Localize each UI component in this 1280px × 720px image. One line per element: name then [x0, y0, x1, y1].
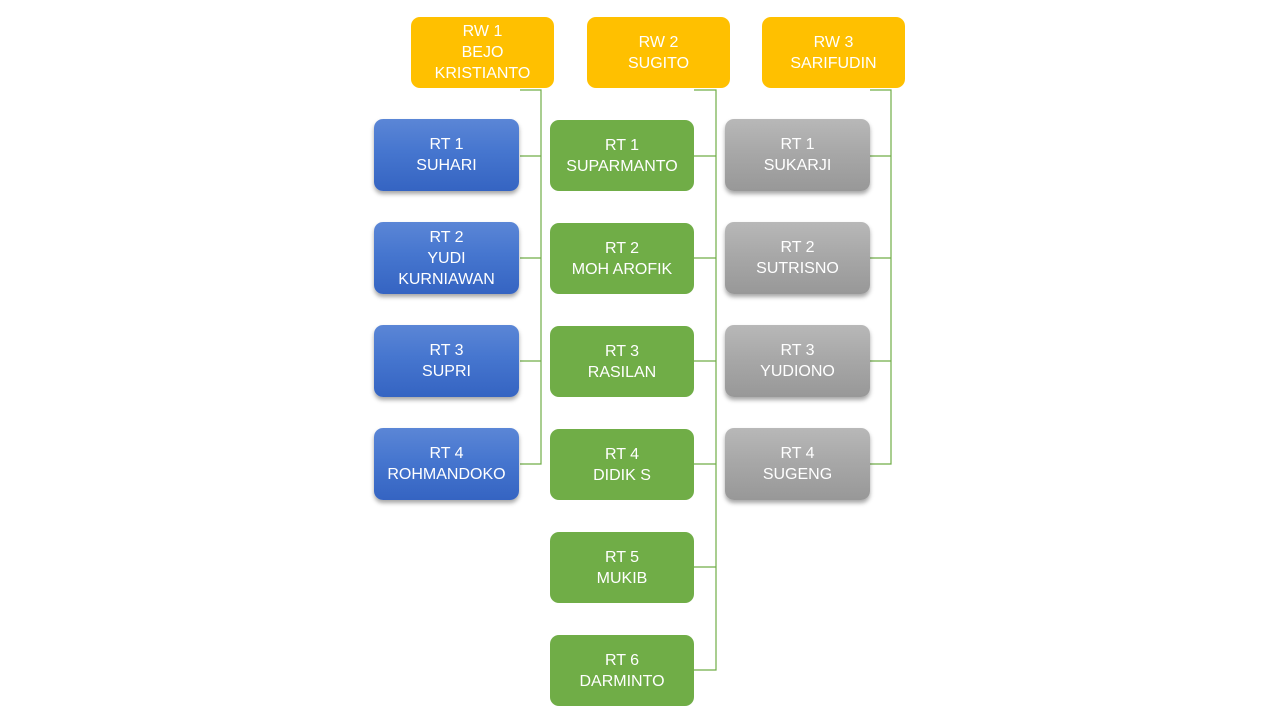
rw3-title: RW 3	[813, 33, 854, 51]
rw2-rt6-box: RT 6 DARMINTO	[550, 635, 694, 706]
rt-title: RT 2	[780, 239, 815, 256]
rw2-rt1-box: RT 1 SUPARMANTO	[550, 120, 694, 191]
rt-title: RT 3	[780, 342, 815, 359]
rw1-rt3-box: RT 3 SUPRI	[374, 325, 519, 397]
rt-title: RT 3	[604, 342, 640, 360]
rt-title: RT 6	[604, 651, 640, 669]
rt-head-name: DIDIK S	[593, 466, 651, 484]
rw2-title: RW 2	[638, 33, 679, 51]
rt-title: RT 4	[780, 445, 815, 462]
rt-head-name: YUDIONO	[760, 363, 835, 380]
rw3-rt4-box: RT 4 SUGENG	[725, 428, 870, 500]
connector-bracket-rw2	[694, 89, 717, 671]
rw3-rt1-box: RT 1 SUKARJI	[725, 119, 870, 191]
connector-bracket-rw3	[870, 89, 892, 465]
rt-head-name: SUPARMANTO	[566, 157, 678, 175]
rt-title: RT 5	[604, 548, 640, 566]
rw3-rt3-box: RT 3 YUDIONO	[725, 325, 870, 397]
rw3-rt2-box: RT 2 SUTRISNO	[725, 222, 870, 294]
connector-bracket-rw1	[520, 89, 542, 465]
rw1-title: RW 1	[462, 23, 503, 40]
rt-title: RT 1	[604, 136, 640, 154]
rt-head-name: RASILAN	[587, 363, 657, 381]
rt-title: RT 3	[429, 342, 464, 359]
rw2-head-name: SUGITO	[627, 54, 690, 72]
rt-head-name: SUKARJI	[763, 157, 832, 174]
rw2-rt5-box: RT 5 MUKIB	[550, 532, 694, 603]
rt-title: RT 4	[604, 445, 640, 463]
rw2-box: RW 2 SUGITO	[587, 17, 730, 88]
rw2-rt3-box: RT 3 RASILAN	[550, 326, 694, 397]
rt-title: RT 4	[429, 445, 464, 462]
rt-title: RT 2	[604, 239, 640, 257]
rt-title: RT 1	[780, 136, 815, 153]
rw3-box: RW 3 SARIFUDIN	[762, 17, 905, 88]
rt-head-name: ROHMANDOKO	[387, 466, 506, 483]
rw1-rt4-box: RT 4 ROHMANDOKO	[374, 428, 519, 500]
rt-head-name: SUPRI	[422, 363, 471, 380]
rw2-rt4-box: RT 4 DIDIK S	[550, 429, 694, 500]
rw1-rt1-box: RT 1 SUHARI	[374, 119, 519, 191]
rt-head-name: DARMINTO	[579, 672, 665, 690]
rt-head-name: MOH AROFIK	[571, 260, 673, 278]
rw2-rt2-box: RT 2 MOH AROFIK	[550, 223, 694, 294]
rw1-rt2-box: RT 2 YUDI KURNIAWAN	[374, 222, 519, 294]
rt-head-name: SUTRISNO	[756, 260, 839, 277]
rt-head-name: YUDI	[427, 249, 466, 267]
rt-title: RT 1	[429, 136, 464, 153]
rw1-box: RW 1 BEJO KRISTIANTO	[411, 17, 554, 88]
rt-head-name-cont: KURNIAWAN	[398, 270, 495, 288]
rt-head-name: MUKIB	[596, 569, 648, 587]
rt-head-name: SUHARI	[416, 157, 477, 174]
rt-head-name: SUGENG	[762, 466, 833, 483]
rw1-head-name: BEJO KRISTIANTO	[434, 44, 531, 82]
rt-title: RT 2	[429, 228, 464, 246]
rw3-head-name: SARIFUDIN	[790, 54, 877, 72]
